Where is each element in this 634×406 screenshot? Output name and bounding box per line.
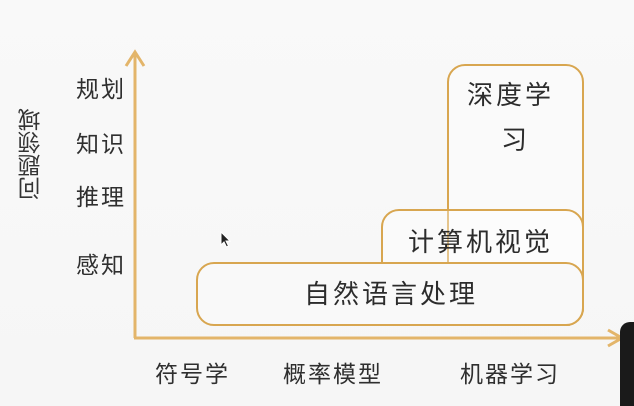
x-level-probabilistic: 概率模型: [283, 362, 383, 388]
box-computer-vision-label: 计算机视觉: [408, 228, 554, 258]
x-level-machine-learning: 机器学习: [460, 362, 560, 388]
y-level-knowledge: 知识: [76, 132, 126, 158]
y-axis-arrow-icon: [124, 49, 146, 67]
box-deep-learning-label-line1: 深度学: [467, 81, 555, 111]
mouse-cursor-icon: [220, 231, 232, 248]
speaker-silhouette: [620, 322, 634, 406]
x-level-symbolic: 符号学: [155, 362, 230, 388]
y-axis-title: 问题领域: [19, 108, 45, 200]
y-level-planning: 规划: [76, 77, 126, 103]
y-level-perception: 感知: [76, 253, 126, 279]
y-level-reasoning: 推理: [76, 185, 126, 211]
box-nlp-label: 自然语言处理: [304, 280, 479, 310]
box-deep-learning-label-line2: 习: [501, 126, 531, 156]
box-nlp: [196, 262, 584, 326]
